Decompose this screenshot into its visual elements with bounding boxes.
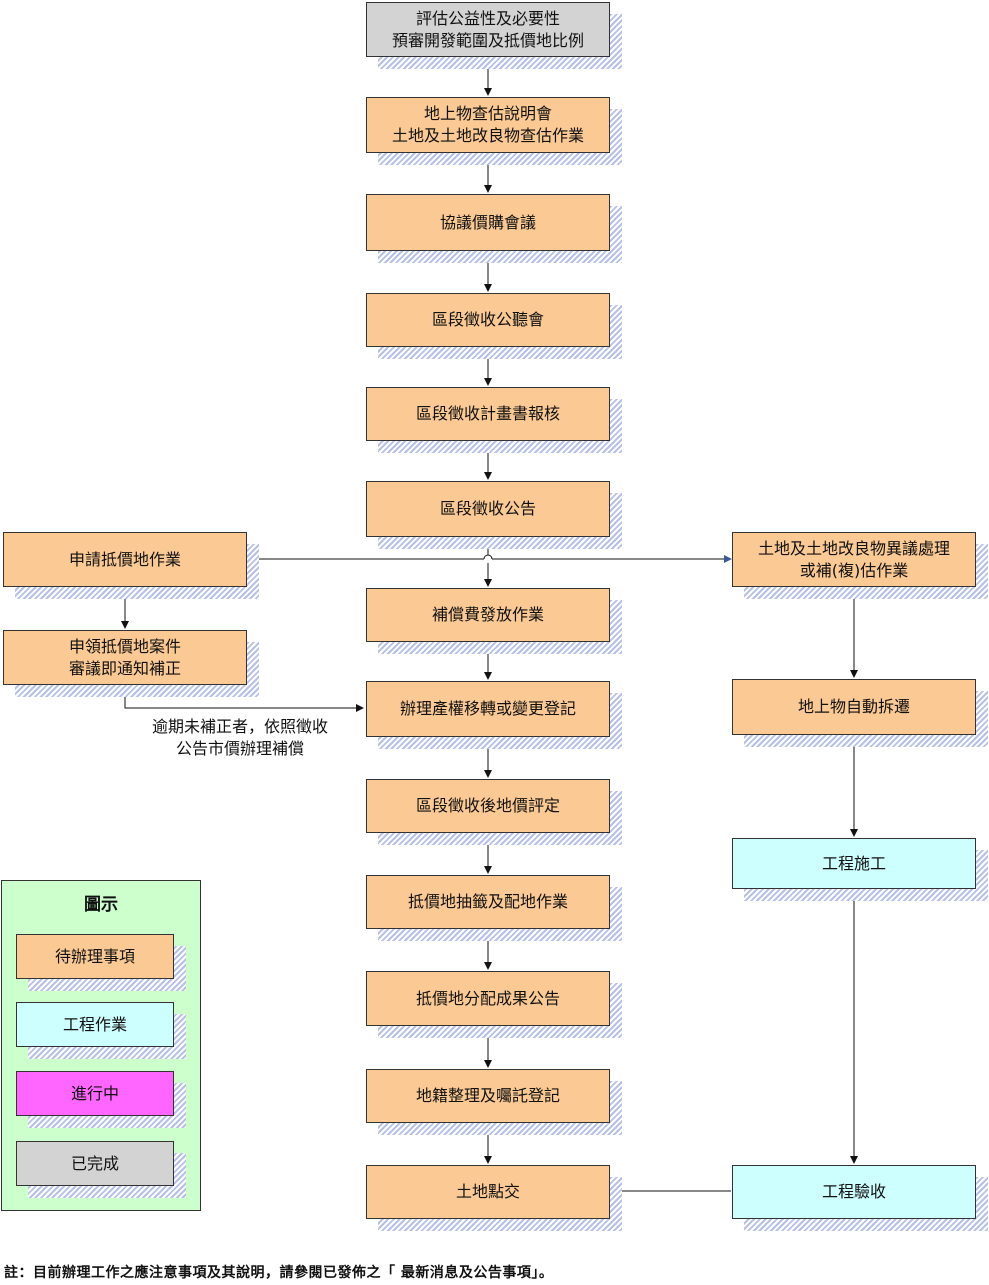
flow-node-n3: 協議價購會議 — [366, 194, 610, 251]
flow-node-n6: 區段徵收公告 — [366, 481, 610, 537]
flow-node-label: 區段徵收公告 — [439, 499, 536, 518]
flow-node-n1: 評估公益性及必要性預審開發範圍及抵價地比例 — [366, 2, 610, 57]
right-node-r4: 工程驗收 — [732, 1165, 976, 1219]
flow-node-n7: 補償費發放作業 — [366, 588, 610, 642]
flow-node-label: 補償費發放作業 — [431, 605, 544, 624]
legend-swatch-label: 工程作業 — [62, 1014, 127, 1034]
flow-node-label: 地上物查估說明會 — [423, 104, 552, 123]
flow-node-label: 土地及土地改良物查估作業 — [391, 126, 584, 145]
right-node-r3: 工程施工 — [732, 838, 976, 889]
edge-note-line: 逾期未補正者，依照徵收 — [151, 717, 328, 736]
flow-node-n11: 抵價地分配成果公告 — [366, 971, 610, 1026]
legend-swatch-label: 待辦理事項 — [54, 946, 135, 966]
legend-swatch-g1: 待辦理事項 — [16, 934, 174, 979]
right-node-r2: 地上物自動拆遷 — [732, 679, 976, 735]
footer-note: 註：目前辦理工作之應注意事項及其說明，請參閱已發佈之「 最新消息及公告事項」。 — [4, 1265, 554, 1281]
flow-node-label: 協議價購會議 — [439, 212, 536, 232]
flow-node-label: 區段徵收後地價評定 — [415, 796, 560, 815]
legend-swatch-label: 進行中 — [70, 1083, 119, 1103]
right-node-label: 或補(複)估作業 — [799, 560, 909, 580]
flow-node-n12: 地籍整理及囑託登記 — [366, 1069, 610, 1123]
edge-note: 逾期未補正者，依照徵收 公告市價辦理補償 — [130, 716, 350, 760]
flow-node-n10: 抵價地抽籤及配地作業 — [366, 875, 610, 929]
left-node-label: 申領抵價地案件 — [68, 636, 181, 656]
left-node-l1: 申請抵價地作業 — [3, 532, 247, 587]
flow-node-label: 土地點交 — [455, 1182, 520, 1201]
legend-swatch-g2: 工程作業 — [16, 1002, 174, 1047]
left-node-label: 申請抵價地作業 — [68, 549, 181, 569]
flow-node-label: 預審開發範圍及抵價地比例 — [391, 30, 584, 50]
flow-node-n8: 辦理產權移轉或變更登記 — [366, 681, 610, 737]
flow-node-label: 區段徵收計畫書報核 — [415, 404, 560, 423]
right-node-label: 土地及土地改良物異議處理 — [757, 538, 950, 558]
flow-node-label: 辦理產權移轉或變更登記 — [399, 699, 576, 718]
flow-node-label: 地籍整理及囑託登記 — [415, 1086, 560, 1105]
right-node-label: 工程驗收 — [821, 1182, 886, 1201]
flow-node-n13: 土地點交 — [366, 1165, 610, 1219]
flow-node-label: 抵價地抽籤及配地作業 — [407, 892, 568, 911]
flow-node-label: 區段徵收公聽會 — [431, 310, 544, 329]
flow-node-label: 抵價地分配成果公告 — [415, 988, 560, 1008]
edge-note-line: 公告市價辦理補償 — [175, 739, 304, 758]
flow-node-n9: 區段徵收後地價評定 — [366, 779, 610, 833]
legend-swatch-g3: 進行中 — [16, 1071, 174, 1116]
flow-node-n4: 區段徵收公聽會 — [366, 293, 610, 347]
edge-hop — [483, 554, 493, 560]
legend-swatch-label: 已完成 — [70, 1153, 119, 1173]
left-node-label: 審議即通知補正 — [68, 658, 181, 678]
left-node-l2: 申領抵價地案件審議即通知補正 — [3, 630, 247, 685]
legend-title: 圖示 — [84, 895, 118, 915]
flow-node-n5: 區段徵收計畫書報核 — [366, 387, 610, 441]
legend-swatch-g4: 已完成 — [16, 1141, 174, 1186]
edge-r1-arrowhead — [724, 555, 732, 563]
right-node-label: 工程施工 — [821, 853, 886, 873]
flow-node-n2: 地上物查估說明會土地及土地改良物查估作業 — [366, 97, 610, 153]
flow-node-label: 評估公益性及必要性 — [415, 8, 560, 28]
right-node-r1: 土地及土地改良物異議處理或補(複)估作業 — [732, 532, 976, 587]
right-node-label: 地上物自動拆遷 — [797, 697, 910, 716]
